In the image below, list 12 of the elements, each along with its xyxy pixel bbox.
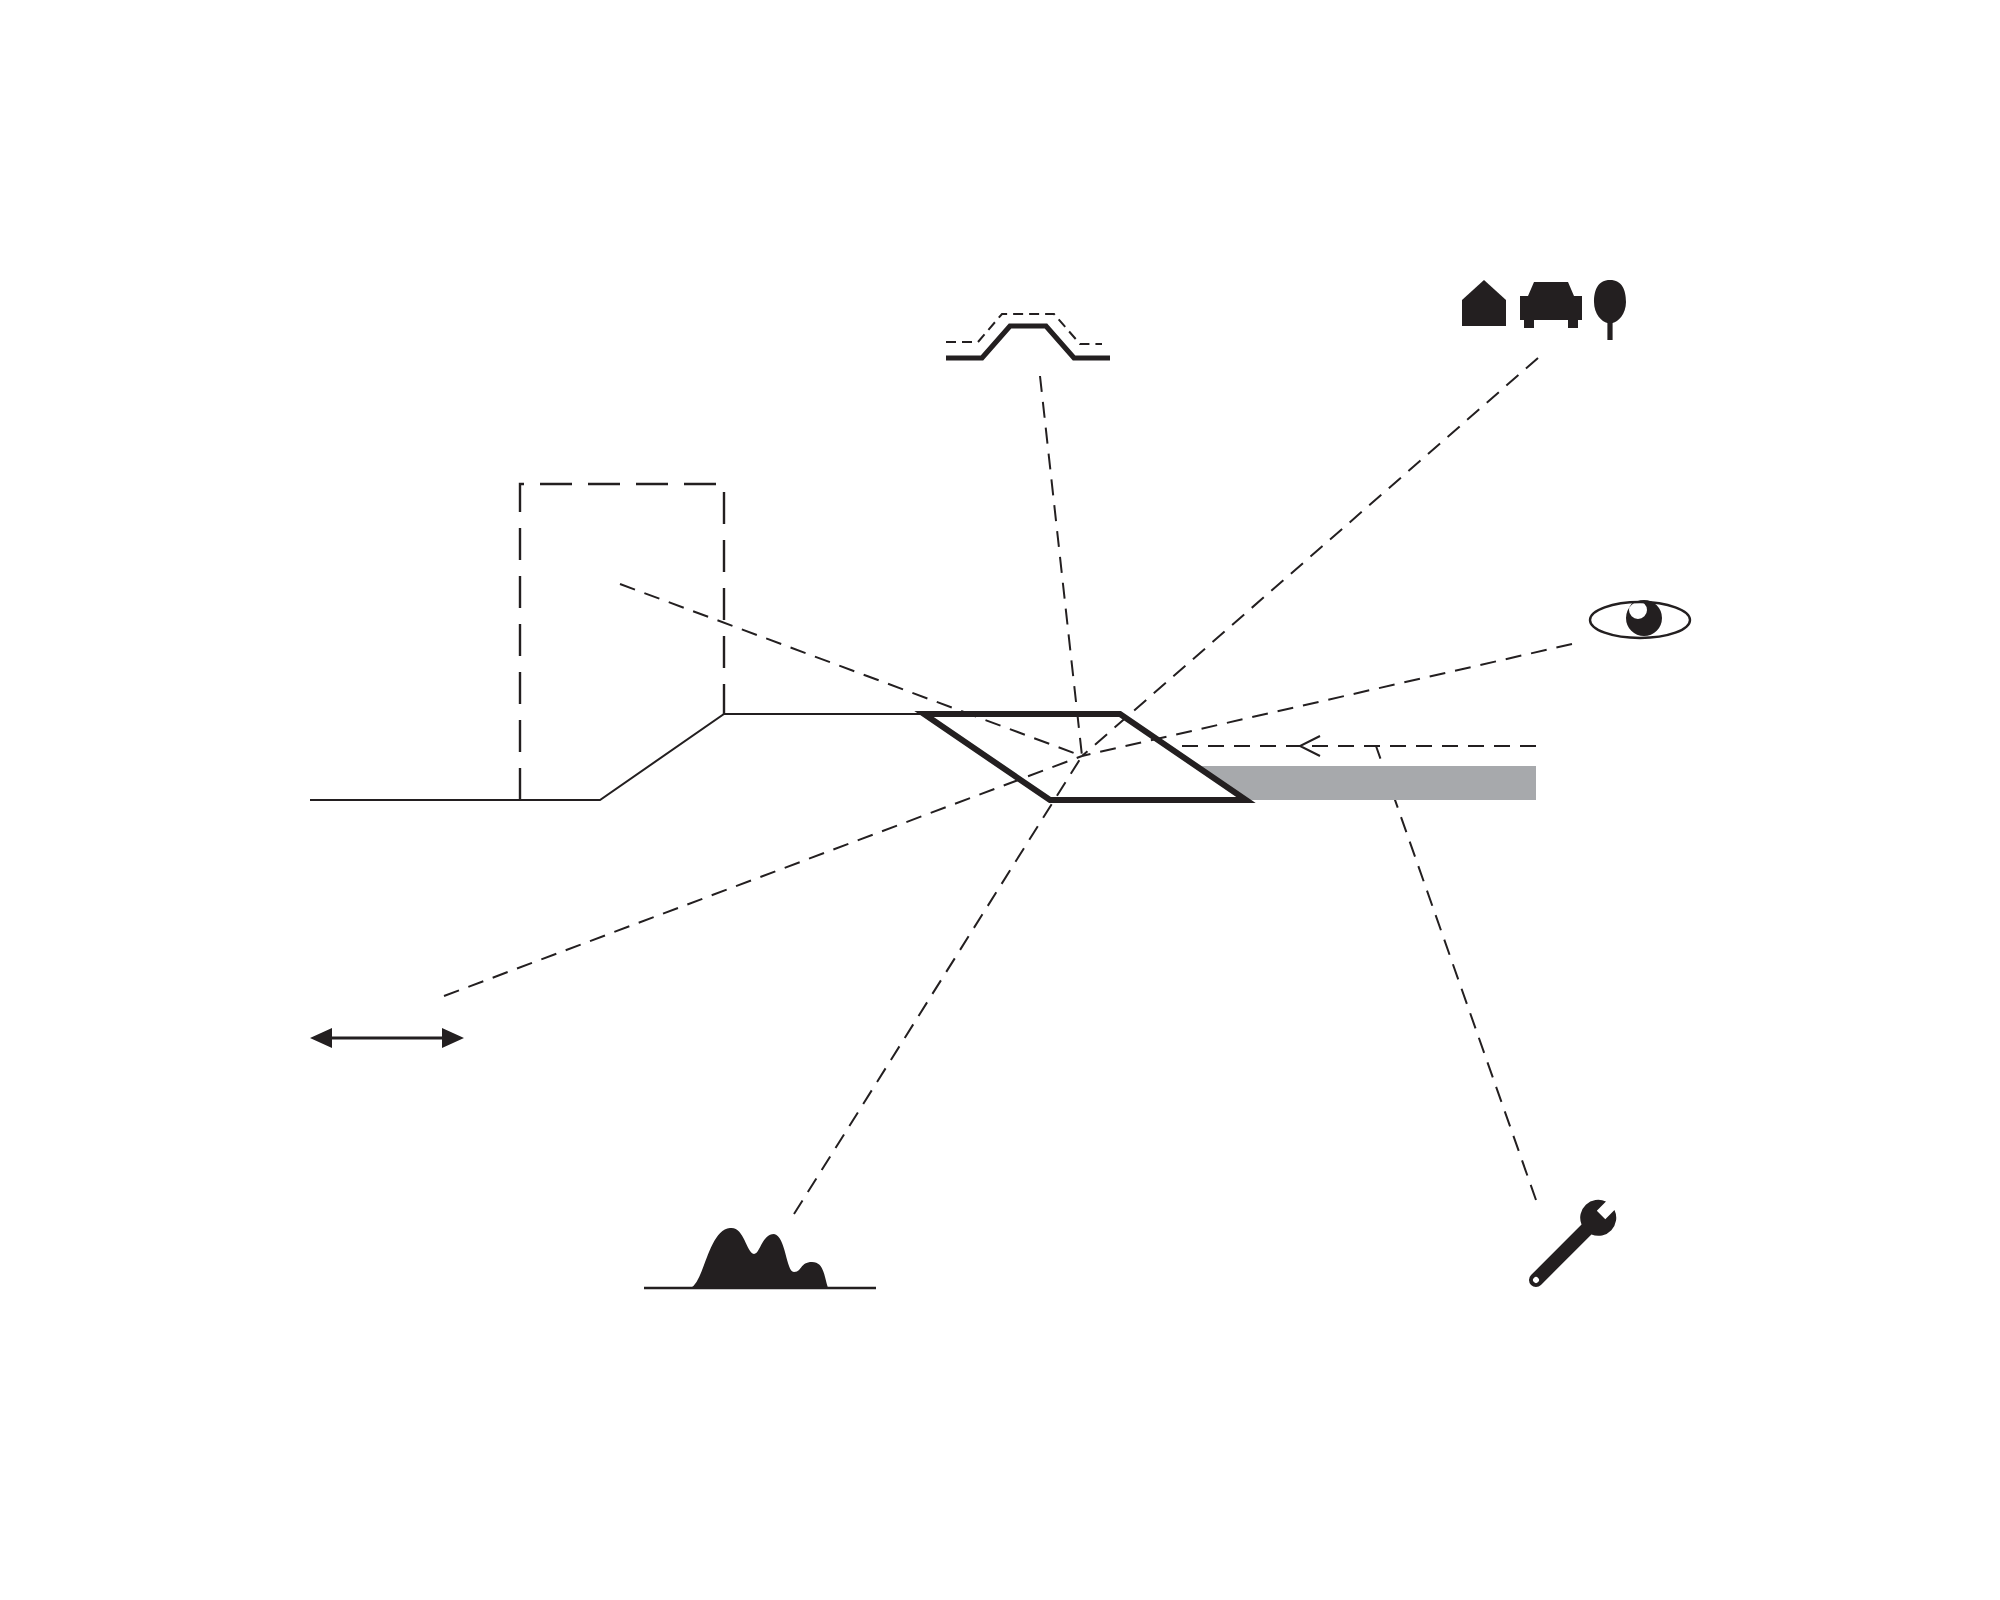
dashed-line [793, 755, 1083, 1215]
dashed-frame [518, 482, 728, 802]
dashed-line [1081, 643, 1573, 757]
terrain-icon [642, 1222, 878, 1292]
double-arrow-icon [308, 1026, 468, 1050]
house-car-tree-icon [1460, 278, 1628, 342]
eye-icon [1586, 596, 1694, 642]
dashed-line [1081, 357, 1539, 757]
parallelogram-outline [912, 708, 1258, 806]
dashed-line [443, 755, 1083, 997]
road-band [1196, 766, 1536, 800]
road-profile-icon [942, 308, 1114, 366]
